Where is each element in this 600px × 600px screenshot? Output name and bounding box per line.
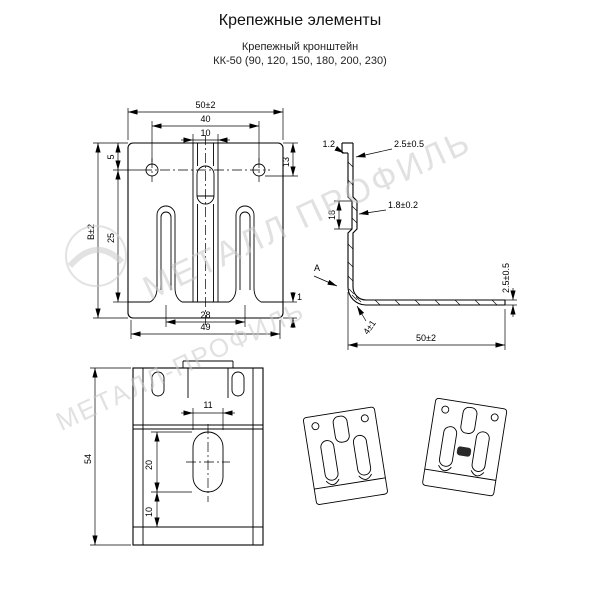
- dim-flange-thickness: 1: [297, 292, 302, 302]
- iso-bracket-right: [422, 397, 508, 497]
- dim-outer-width: 50±2: [196, 100, 216, 110]
- watermark-layer: МЕТАЛЛ ПРОФИЛЬ МЕТАЛЛ-ПРОФИЛЬ: [51, 122, 477, 437]
- side-body-outline: [132, 367, 264, 546]
- dim-bend-angle: 4±1: [361, 318, 378, 336]
- dim-hole-right-offset: 13: [281, 157, 291, 167]
- dim-emboss-depth: 1.8±0.2: [388, 200, 418, 210]
- dim-slot-offset: 10: [144, 507, 154, 517]
- page-title: Крепежные элементы: [218, 12, 382, 29]
- view-direction-label: А: [314, 263, 320, 273]
- profile-view: 1.2 2.5±0.5 1.8±0.2 18 А 2.5±0.5 4±1 50±…: [313, 139, 517, 350]
- dim-bottom-width: 49: [200, 322, 210, 332]
- lower-side-view: 54 11 20 10: [83, 360, 264, 546]
- model-designation: КК-50 (90, 120, 150, 180, 200, 230): [213, 55, 387, 67]
- watermark-logo-icon: [65, 225, 127, 287]
- dim-leg-length: 50±2: [416, 333, 436, 343]
- profile-dimension-lines: [313, 146, 517, 350]
- dim-slot-spacing: 28: [200, 310, 210, 320]
- dim-mid-height: 25: [106, 233, 116, 243]
- dim-hole-spacing: 40: [200, 114, 210, 124]
- dim-tab-thickness: 1.2: [322, 139, 335, 149]
- lower-view-dimension-lines: [90, 367, 235, 546]
- section-hatching: [347, 161, 498, 306]
- front-view-dimension-lines: [93, 108, 298, 339]
- watermark-secondary: МЕТАЛЛ-ПРОФИЛЬ: [51, 295, 309, 437]
- watermark-primary: МЕТАЛЛ ПРОФИЛЬ: [137, 122, 477, 308]
- watermark-logo-swoosh-icon: [67, 246, 125, 269]
- dim-channel-width: 10: [200, 128, 210, 138]
- front-view: 50±2 40 10 5 25 В±2 13 1 28 49: [86, 100, 302, 339]
- isometric-views: [302, 397, 508, 505]
- keyhole-slot: [456, 446, 472, 457]
- drawing-header: Крепежные элементы Крепежный кронштейн К…: [0, 0, 600, 67]
- dim-overall-height: В±2: [86, 224, 96, 240]
- dim-slot-width: 11: [203, 400, 212, 410]
- page-subtitle: Крепежный кронштейн: [241, 41, 359, 53]
- central-channel: [192, 143, 219, 302]
- dim-leg-thickness: 2.5±0.5: [501, 263, 511, 293]
- dim-sheet-thickness: 2.5±0.5: [394, 139, 424, 149]
- dim-depth: 54: [83, 454, 93, 464]
- iso-bracket-left: [302, 406, 388, 505]
- dim-emboss-height: 18: [327, 210, 337, 220]
- central-tab-slot: [196, 165, 215, 205]
- dim-slot-length: 20: [144, 460, 154, 470]
- stamped-slots: [128, 205, 283, 303]
- lower-view-centerlines: [186, 424, 230, 502]
- dim-hole-top-offset: 5: [106, 154, 116, 159]
